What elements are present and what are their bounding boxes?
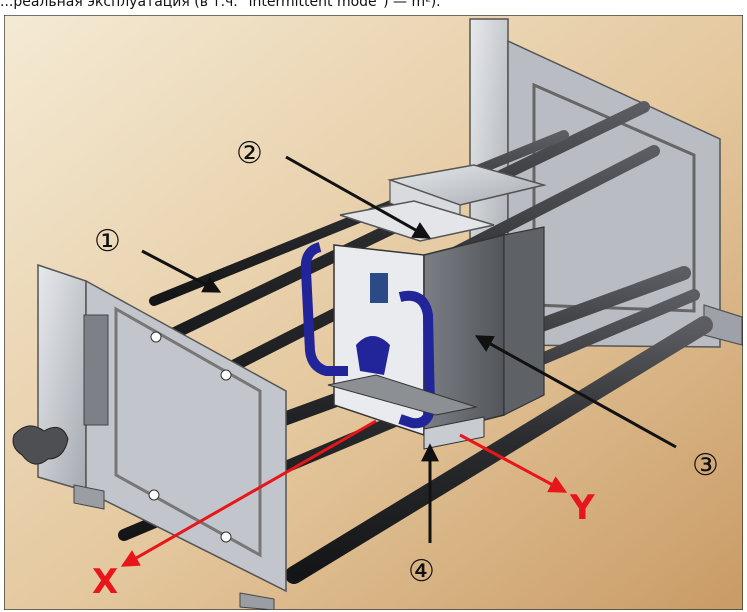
knob: [12, 425, 69, 465]
callout-arrows: [141, 155, 677, 543]
callout-4: ④: [408, 554, 435, 589]
diagram-frame: ① ② ③ ④ X Y: [4, 15, 743, 610]
axis-arrows: [120, 419, 568, 567]
cropped-caption-text: ...реальная эксплуатация (в т.ч. "interm…: [0, 0, 441, 10]
callout-3: ③: [692, 448, 719, 483]
front-frame-plate: [12, 263, 287, 610]
callout-1: ①: [94, 224, 121, 259]
y-axis-label: Y: [569, 488, 595, 528]
x-axis-label: X: [92, 562, 118, 602]
carriage-assembly: [300, 164, 547, 450]
callout-2: ②: [236, 136, 263, 171]
